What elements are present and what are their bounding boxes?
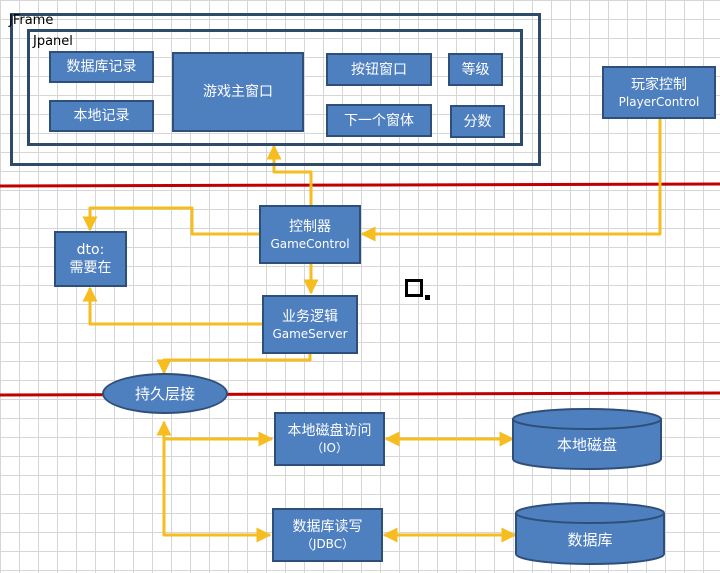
button-window-box[interactable]: 按钮窗口: [326, 53, 432, 86]
db-record-label: 数据库记录: [66, 59, 137, 75]
arrow-persistence-to-db-rw: [162, 439, 272, 543]
level-label: 等级: [461, 61, 490, 78]
selection-handle-icon: [425, 295, 430, 300]
db-rw-jdbc: （JDBC）: [300, 537, 355, 551]
local-disk-label: 本地磁盘: [556, 435, 617, 454]
arrow-business-to-persistence: [156, 354, 312, 375]
local-record-box[interactable]: 本地记录: [49, 100, 154, 132]
main-window-label: 游戏主窗口: [203, 84, 273, 100]
button-window-label: 按钮窗口: [351, 61, 407, 78]
divider-line-top: [0, 182, 720, 188]
controller-title: 控制器: [289, 218, 331, 235]
player-control-box[interactable]: 玩家控制 PlayerControl: [602, 66, 716, 119]
db-record-box[interactable]: 数据库记录: [49, 51, 154, 83]
controller-box[interactable]: 控制器 GameControl: [259, 205, 361, 264]
score-label: 分数: [463, 113, 492, 130]
arrow-persistence-to-local-access: [156, 420, 274, 447]
jpanel-label: Jpanel: [33, 34, 73, 49]
db-rw-box[interactable]: 数据库读写 （JDBC）: [272, 508, 383, 562]
local-disk-access-io: （IO）: [311, 441, 348, 455]
persistence-ellipse[interactable]: 持久层接: [102, 373, 228, 414]
db-rw-title: 数据库读写: [292, 519, 363, 535]
database-cylinder: [515, 502, 665, 565]
score-box[interactable]: 分数: [450, 105, 505, 138]
main-window-box[interactable]: 游戏主窗口: [172, 52, 304, 132]
arrow-controller-to-dto: [82, 206, 259, 236]
dto-title: dto:: [76, 242, 105, 258]
selection-cursor-icon: [405, 279, 423, 297]
local-disk-access-title: 本地磁盘访问: [287, 423, 372, 439]
local-disk-access-box[interactable]: 本地磁盘访问 （IO）: [274, 412, 385, 466]
player-control-class: PlayerControl: [618, 94, 700, 109]
arrow-player-to-controller: [360, 119, 662, 242]
database-label: 数据库: [567, 530, 613, 549]
dto-note: 需要在: [69, 260, 112, 276]
business-logic-box[interactable]: 业务逻辑 GameServer: [262, 295, 358, 354]
level-box[interactable]: 等级: [448, 53, 503, 86]
next-window-box[interactable]: 下一个窗体: [326, 104, 432, 137]
dto-box[interactable]: dto: 需要在: [54, 231, 127, 287]
business-logic-class: GameServer: [272, 326, 348, 341]
next-window-label: 下一个窗体: [344, 112, 414, 129]
local-disk-cylinder: [512, 408, 662, 470]
arrow-controller-to-main-window: [266, 144, 313, 205]
jpanel-container: [27, 29, 523, 146]
business-logic-title: 业务逻辑: [282, 308, 338, 325]
local-record-label: 本地记录: [73, 108, 130, 124]
player-control-title: 玩家控制: [631, 76, 687, 93]
controller-class: GameControl: [270, 236, 350, 251]
arrow-business-to-dto: [82, 286, 262, 326]
jframe-container: [10, 13, 541, 166]
jframe-label: JFrame: [9, 13, 54, 28]
persistence-label: 持久层接: [134, 385, 195, 403]
